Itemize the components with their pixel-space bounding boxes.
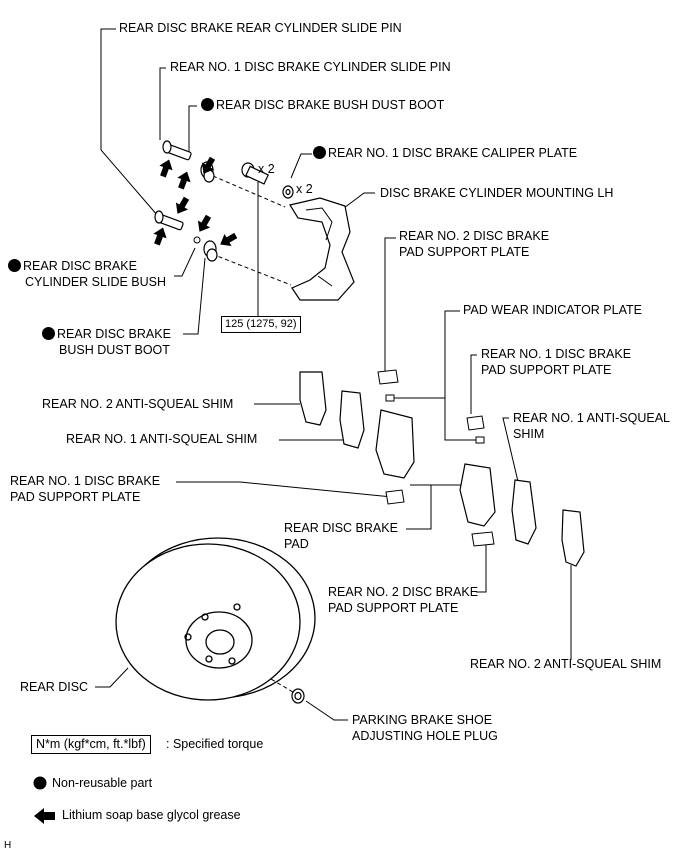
legend-grease-arrow-icon [34, 808, 55, 824]
wear-indicator-part [385, 394, 395, 402]
grease-arrow-icon [177, 171, 191, 190]
label-bush-dust-boot-bottom-line2: BUSH DUST BOOT [59, 343, 170, 357]
leader-rear-disc [95, 667, 129, 688]
label-text: REAR DISC BRAKE BUSH DUST BOOT [216, 98, 445, 112]
no1-slide-pin-part [162, 140, 192, 161]
nonreusable-dot-icon [8, 259, 21, 272]
label-no1-support-right-line2: PAD SUPPORT PLATE [481, 363, 612, 377]
no1-shim-right-part [511, 479, 537, 545]
legend-torque-text: : Specified torque [166, 737, 264, 751]
label-no1-shim-right-line2: SHIM [513, 427, 545, 441]
leader-bush-dust-boot-top [188, 105, 197, 158]
no1-support-right-part [466, 415, 485, 431]
rear-slide-pin-part [154, 210, 184, 231]
label-bush-dust-boot-top: REAR DISC BRAKE BUSH DUST BOOT [201, 98, 444, 113]
leader-no1-slide-pin [159, 67, 166, 140]
legend-grease-text: Lithium soap base glycol grease [62, 808, 241, 822]
label-caliper-plate: REAR NO. 1 DISC BRAKE CALIPER PLATE [313, 146, 577, 161]
label-no2-support-top-line2: PAD SUPPORT PLATE [399, 245, 530, 259]
slide-bush-part [193, 236, 201, 244]
leader-mounting [343, 192, 375, 209]
label-text: REAR NO. 1 DISC BRAKE CALIPER PLATE [328, 146, 578, 160]
grease-arrow-icon [153, 227, 167, 246]
grease-arrow-icon [175, 196, 190, 214]
label-pad-line2: PAD [284, 537, 309, 551]
label-slide-bush: REAR DISC BRAKE [8, 259, 137, 274]
grease-arrow-icon [159, 159, 173, 178]
grease-arrows [33, 156, 238, 824]
nonreusable-dot-icon [42, 327, 55, 340]
label-pad: REAR DISC BRAKE [284, 521, 398, 535]
label-no2-support-bottom: REAR NO. 2 DISC BRAKE [328, 585, 479, 599]
leader-no2-support-bottom [476, 537, 487, 593]
leader-no1-shim-right [502, 417, 521, 491]
label-no2-shim-left: REAR NO. 2 ANTI-SQUEAL SHIM [42, 397, 234, 411]
mounting-bolt-part [241, 162, 270, 185]
corner-mark: H [4, 840, 12, 851]
label-slide-bush-line2: CYLINDER SLIDE BUSH [25, 275, 167, 289]
label-no2-support-top: REAR NO. 2 DISC BRAKE [399, 229, 550, 243]
leader-caliper-plate [290, 153, 312, 179]
bush-dust-boot-bottom-part [203, 240, 218, 262]
pad-left-part [375, 409, 415, 479]
label-rear-slide-pin: REAR DISC BRAKE REAR CYLINDER SLIDE PIN [119, 21, 402, 35]
leader-no1-support-left [176, 481, 393, 498]
label-rear-disc: REAR DISC [20, 680, 89, 694]
nonreusable-dot-icon [201, 98, 214, 111]
label-no1-shim-right: REAR NO. 1 ANTI-SQUEAL [513, 411, 670, 425]
quantity-bolt: x 2 [258, 162, 275, 176]
cylinder-mounting-part [289, 197, 355, 301]
grease-arrow-icon [220, 232, 238, 247]
label-plug: PARKING BRAKE SHOE [352, 713, 493, 727]
label-no1-support-right: REAR NO. 1 DISC BRAKE [481, 347, 632, 361]
label-no1-shim-left: REAR NO. 1 ANTI-SQUEAL SHIM [66, 432, 258, 446]
label-no1-slide-pin: REAR NO. 1 DISC BRAKE CYLINDER SLIDE PIN [170, 60, 451, 74]
label-no2-shim-right: REAR NO. 2 ANTI-SQUEAL SHIM [470, 657, 662, 671]
plug-part [291, 688, 305, 704]
grease-arrow-icon [197, 214, 212, 232]
leader-slide-bush [174, 247, 196, 277]
no2-shim-left-part [299, 371, 327, 426]
label-text: REAR DISC BRAKE [23, 259, 137, 273]
label-plug-line2: ADJUSTING HOLE PLUG [352, 729, 498, 743]
label-no1-support-left: REAR NO. 1 DISC BRAKE [10, 474, 161, 488]
torque-value: 125 (1275, 92) [221, 316, 301, 333]
leader-rear-slide-pin [100, 28, 159, 217]
leader-no1-support-right [470, 354, 477, 414]
no2-shim-right-part [561, 509, 585, 567]
legend-torque-box: N*m (kgf*cm, ft.*lbf) [31, 735, 151, 754]
no2-support-top-part [377, 369, 399, 385]
no1-shim-left-part [339, 390, 365, 449]
label-text: REAR DISC BRAKE [57, 327, 171, 341]
bolt-centerline [211, 175, 292, 286]
leader-pad [406, 484, 462, 530]
label-no1-support-left-line2: PAD SUPPORT PLATE [10, 490, 141, 504]
leader-plug [305, 700, 348, 721]
caliper-plate-part [282, 185, 294, 199]
leader-no2-support-top [384, 237, 396, 372]
legend-nonreusable-dot-icon [33, 776, 47, 790]
quantity-plate: x 2 [296, 182, 313, 196]
nonreusable-dot-icon [313, 146, 326, 159]
label-no2-support-bottom-line2: PAD SUPPORT PLATE [328, 601, 459, 615]
legend-nonreusable-text: Non-reusable part [52, 776, 153, 790]
label-pad-wear-indicator: PAD WEAR INDICATOR PLATE [463, 303, 642, 317]
wear-indicator-part-2 [475, 436, 485, 444]
leader-bush-dust-boot-bottom [183, 257, 206, 335]
no1-support-left-part [385, 489, 405, 505]
leader-pad-wear-indicator [394, 310, 476, 441]
no2-support-bottom-part [471, 531, 495, 547]
label-bush-dust-boot-bottom: REAR DISC BRAKE [42, 327, 171, 342]
pad-right-part [459, 463, 496, 527]
label-mounting: DISC BRAKE CYLINDER MOUNTING LH [380, 186, 614, 200]
rear-disc-part [115, 537, 316, 701]
grease-arrow-icon [201, 156, 216, 174]
